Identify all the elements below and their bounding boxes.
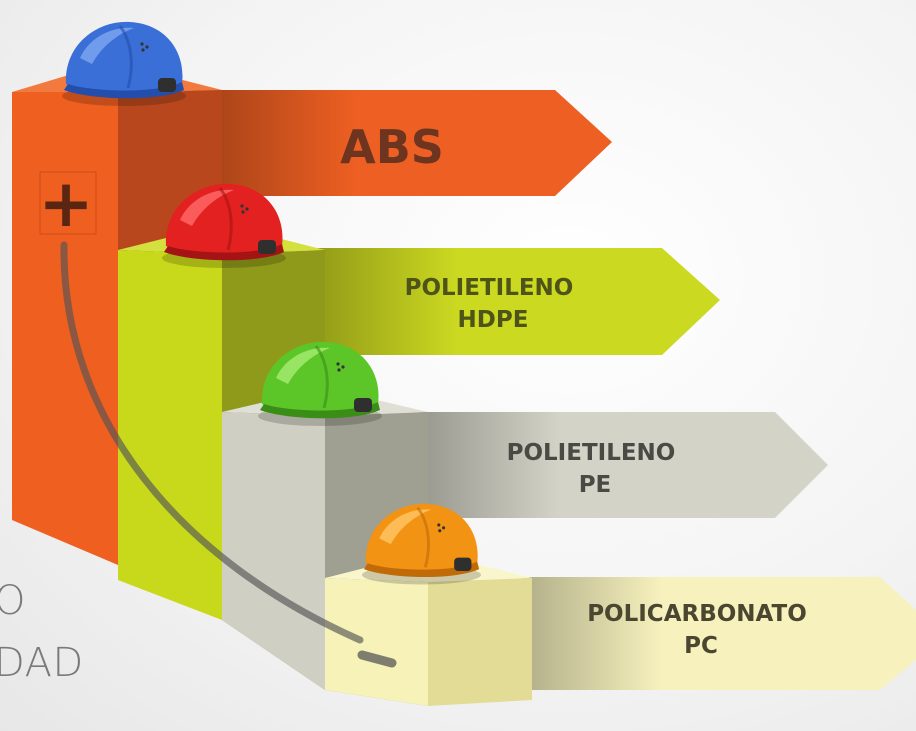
plus-symbol: + bbox=[38, 165, 93, 242]
label-pc-line-2: PC bbox=[684, 633, 718, 659]
label-hdpe: POLIETILENO HDPE bbox=[405, 275, 582, 333]
label-pc: POLICARBONATO PC bbox=[587, 601, 815, 659]
label-hdpe-line-1: POLIETILENO bbox=[405, 275, 574, 301]
label-pe: POLIETILENO PE bbox=[507, 440, 684, 498]
staircase bbox=[12, 62, 532, 706]
helmet-pc-icon bbox=[362, 503, 482, 585]
trend-curve bbox=[60, 241, 364, 644]
material-labels: ABS POLIETILENO HDPE POLIETILENO PE POLI… bbox=[340, 120, 815, 659]
side-text-line-1: O bbox=[0, 578, 26, 624]
label-abs: ABS bbox=[340, 120, 444, 174]
helmets bbox=[62, 21, 482, 585]
step-pc bbox=[325, 552, 532, 706]
label-pe-line-1: POLIETILENO bbox=[507, 440, 676, 466]
helmet-hdpe-icon bbox=[162, 183, 286, 268]
helmet-pe-icon bbox=[258, 341, 382, 426]
label-pe-line-2: PE bbox=[579, 472, 612, 498]
side-text-line-2: DAD bbox=[0, 640, 84, 686]
plus-box bbox=[39, 171, 97, 235]
minus-symbol bbox=[357, 650, 397, 668]
label-abs-line-1: ABS bbox=[340, 120, 444, 174]
helmet-abs-icon bbox=[62, 21, 186, 106]
label-pc-line-1: POLICARBONATO bbox=[587, 601, 807, 627]
label-hdpe-line-2: HDPE bbox=[458, 307, 529, 333]
